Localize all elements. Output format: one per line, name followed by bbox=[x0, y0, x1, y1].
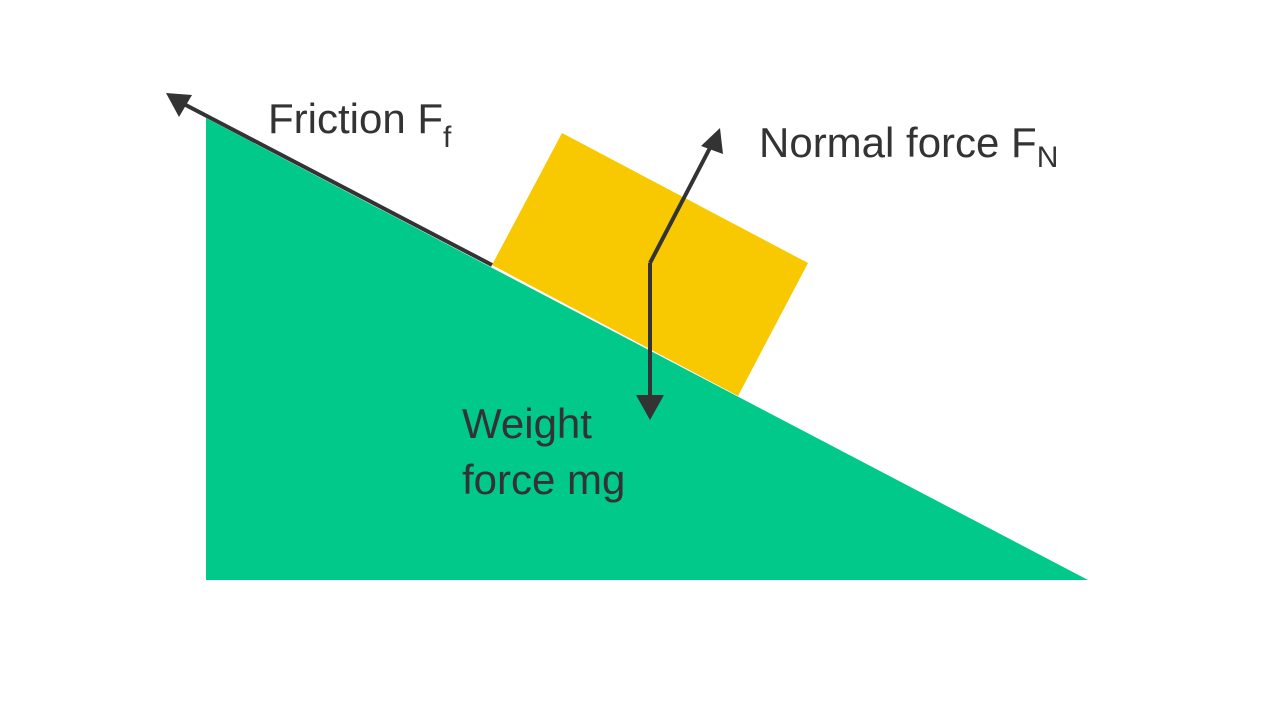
friction-arrowhead bbox=[166, 93, 192, 117]
normal-force-arrowhead bbox=[701, 128, 723, 154]
friction-arrow bbox=[179, 100, 493, 267]
normal-force-label: Normal force FN bbox=[759, 119, 1058, 174]
weight-force-arrowhead bbox=[636, 395, 664, 420]
normal-force-arrow bbox=[648, 143, 714, 264]
friction-label-main: Friction F bbox=[268, 95, 443, 142]
normal-force-label-subscript: N bbox=[1037, 141, 1059, 174]
friction-label: Friction Ff bbox=[268, 95, 452, 154]
incline-wedge bbox=[206, 118, 1088, 580]
weight-label-line1: Weight bbox=[462, 400, 592, 447]
friction-label-subscript: f bbox=[443, 121, 452, 154]
normal-force-label-main: Normal force F bbox=[759, 119, 1037, 166]
weight-label-line2: force mg bbox=[462, 456, 625, 503]
